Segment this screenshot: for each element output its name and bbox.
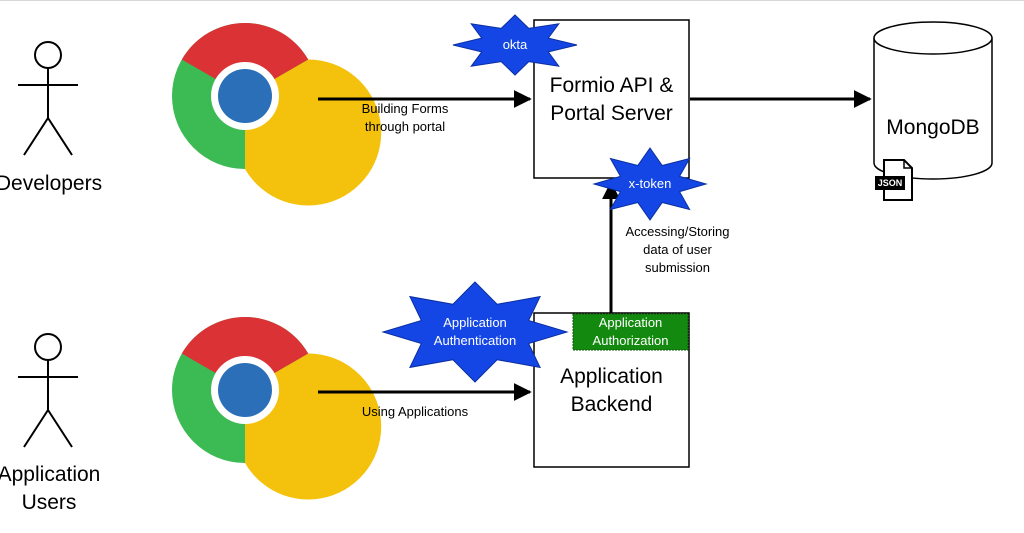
developers-label: Developers xyxy=(0,172,103,195)
top-border xyxy=(0,0,1024,1)
app-authorization-badge xyxy=(572,313,689,351)
accessing-label-line3: submission xyxy=(644,260,711,275)
building-forms-label-line1: Building Forms xyxy=(361,101,449,116)
mongodb-cylinder-icon xyxy=(873,21,993,180)
xtoken-label: x-token xyxy=(628,176,672,191)
backend-title-line1: Application xyxy=(560,365,663,388)
json-file-icon xyxy=(875,159,913,201)
chrome-browser-icon xyxy=(172,317,382,500)
backend-title-line2: Backend xyxy=(570,393,653,416)
app-authorization-label-line1: Application xyxy=(598,315,663,330)
app-users-actor-icon xyxy=(18,333,78,448)
app-authentication-starburst xyxy=(381,281,569,383)
chrome-browser-icon xyxy=(172,23,382,206)
okta-starburst xyxy=(452,14,578,76)
app-authentication-label-line1: Application xyxy=(443,315,507,330)
json-badge-text: JSON xyxy=(877,178,903,188)
developer-actor-icon xyxy=(18,41,78,156)
building-forms-label-line2: through portal xyxy=(364,119,446,134)
app-users-label-line1: Application xyxy=(0,463,101,486)
mongodb-label: MongoDB xyxy=(886,116,980,139)
okta-label: okta xyxy=(502,37,528,52)
formio-title-line1: Formio API & xyxy=(549,74,674,97)
xtoken-starburst xyxy=(592,147,708,221)
accessing-label-line2: data of user xyxy=(643,242,712,257)
using-apps-label: Using Applications xyxy=(361,404,469,419)
formio-title-line2: Portal Server xyxy=(550,102,673,125)
app-users-label-line2: Users xyxy=(21,491,77,514)
accessing-label-line1: Accessing/Storing xyxy=(625,224,730,239)
app-authentication-label-line2: Authentication xyxy=(433,333,517,348)
app-authorization-label-line2: Authorization xyxy=(592,333,669,348)
